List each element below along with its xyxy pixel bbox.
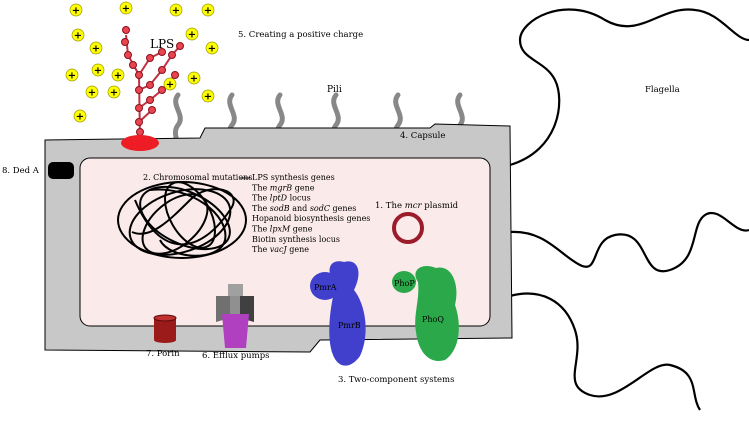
svg-text:+: + <box>114 71 122 82</box>
ded-a-label: 8. Ded A <box>2 166 40 176</box>
mutation-list-item: The sodB and sodC genes <box>252 204 356 213</box>
positive-ion-icon: + <box>201 89 215 103</box>
capsule-label: 4. Capsule <box>400 131 445 141</box>
positive-ion-icon: + <box>169 3 183 17</box>
pmra-label: PmrA <box>314 283 337 292</box>
positive-ion-icon: + <box>73 109 87 123</box>
lps-anchor <box>121 135 159 151</box>
lps-molecule <box>121 26 184 151</box>
svg-text:+: + <box>74 31 82 42</box>
pmrb-label: PmrB <box>338 321 361 330</box>
positive-ion-icon: + <box>71 28 85 42</box>
svg-text:+: + <box>190 74 198 85</box>
svg-text:+: + <box>94 66 102 77</box>
lps-node <box>148 106 156 114</box>
phoq-protein <box>415 265 459 361</box>
mutation-list-item: The mgrB gene <box>252 183 315 192</box>
flagella-label: Flagella <box>645 85 680 95</box>
flagella-group <box>509 8 749 411</box>
lps-node <box>171 71 179 79</box>
lps-label: LPS <box>150 37 174 51</box>
ded-a-protein <box>48 162 74 179</box>
svg-text:+: + <box>166 80 174 91</box>
positive-ion-icon: + <box>107 85 121 99</box>
porin-label: 7. Porin <box>146 349 180 359</box>
lps-node <box>158 66 166 74</box>
positive-ion-icon: + <box>205 41 219 55</box>
chromosome <box>117 181 247 259</box>
mutation-list-item: LPS synthesis genes <box>252 173 335 182</box>
lps-node <box>121 38 129 46</box>
svg-text:+: + <box>88 88 96 99</box>
mutation-list-item: The lptD locus <box>252 194 311 203</box>
efflux-pump <box>216 284 254 348</box>
lps-node <box>168 51 176 59</box>
svg-text:+: + <box>208 44 216 55</box>
mcr-plasmid-icon <box>392 212 424 244</box>
positive-charge-label: 5. Creating a positive charge <box>238 30 363 40</box>
pili-label: Pili <box>327 85 342 95</box>
pmra-protein <box>310 272 340 300</box>
svg-text:+: + <box>110 88 118 99</box>
svg-text:+: + <box>188 30 196 41</box>
lps-node <box>158 86 166 94</box>
positive-ion-icon: + <box>85 85 99 99</box>
lps-node <box>136 128 144 136</box>
mutation-list-item: Biotin synthesis locus <box>252 235 340 244</box>
flagellum-top <box>509 8 749 167</box>
svg-text:+: + <box>68 71 76 82</box>
svg-text:+: + <box>72 6 80 17</box>
two-component-systems-label: 3. Two-component systems <box>338 375 454 385</box>
phop-label: PhoP <box>394 279 415 288</box>
mutation-list-item: The vacJ gene <box>252 245 309 254</box>
positive-ion-icon: + <box>201 3 215 17</box>
positive-ions: + + + + + + + + + + + + + + + + + <box>65 1 219 123</box>
positive-ion-icon: + <box>65 68 79 82</box>
positive-ion-icon: + <box>111 68 125 82</box>
svg-text:+: + <box>204 6 212 17</box>
lps-node <box>122 26 130 34</box>
positive-ion-icon: + <box>185 27 199 41</box>
chromosomal-mutations-label: 2. Chromosomal mutations <box>143 173 252 182</box>
lps-node <box>146 96 154 104</box>
svg-text:+: + <box>204 92 212 103</box>
lps-node <box>129 61 137 69</box>
positive-ion-icon: + <box>89 41 103 55</box>
svg-text:+: + <box>122 4 130 15</box>
positive-ion-icon: + <box>163 77 177 91</box>
positive-ion-icon: + <box>69 3 83 17</box>
lps-node <box>146 81 154 89</box>
positive-ion-icon: + <box>119 1 133 15</box>
positive-ion-icon: + <box>91 63 105 77</box>
flagellum-middle <box>509 211 749 273</box>
positive-ion-icon: + <box>187 71 201 85</box>
mutation-list-item: Hopanoid biosynthesis genes <box>252 214 370 223</box>
phoq-label: PhoQ <box>422 315 444 324</box>
efflux-pumps-label: 6. Efflux pumps <box>202 351 270 361</box>
lps-node <box>135 86 143 94</box>
mutation-list-item: The lpxM gene <box>252 225 313 234</box>
cytoplasm <box>79 157 491 327</box>
mcr-plasmid-label: 1. The mcr plasmid <box>375 201 459 211</box>
phop-protein <box>392 271 416 293</box>
svg-text:+: + <box>172 6 180 17</box>
svg-text:+: + <box>92 44 100 55</box>
lps-node <box>135 118 143 126</box>
lps-node <box>158 48 166 56</box>
lps-node <box>135 71 143 79</box>
porin-protein <box>153 314 177 343</box>
lps-node <box>135 104 143 112</box>
svg-text:+: + <box>76 112 84 123</box>
lps-node <box>124 51 132 59</box>
lps-node <box>176 42 184 50</box>
lps-node <box>146 54 154 62</box>
flagellum-bottom <box>509 292 701 411</box>
